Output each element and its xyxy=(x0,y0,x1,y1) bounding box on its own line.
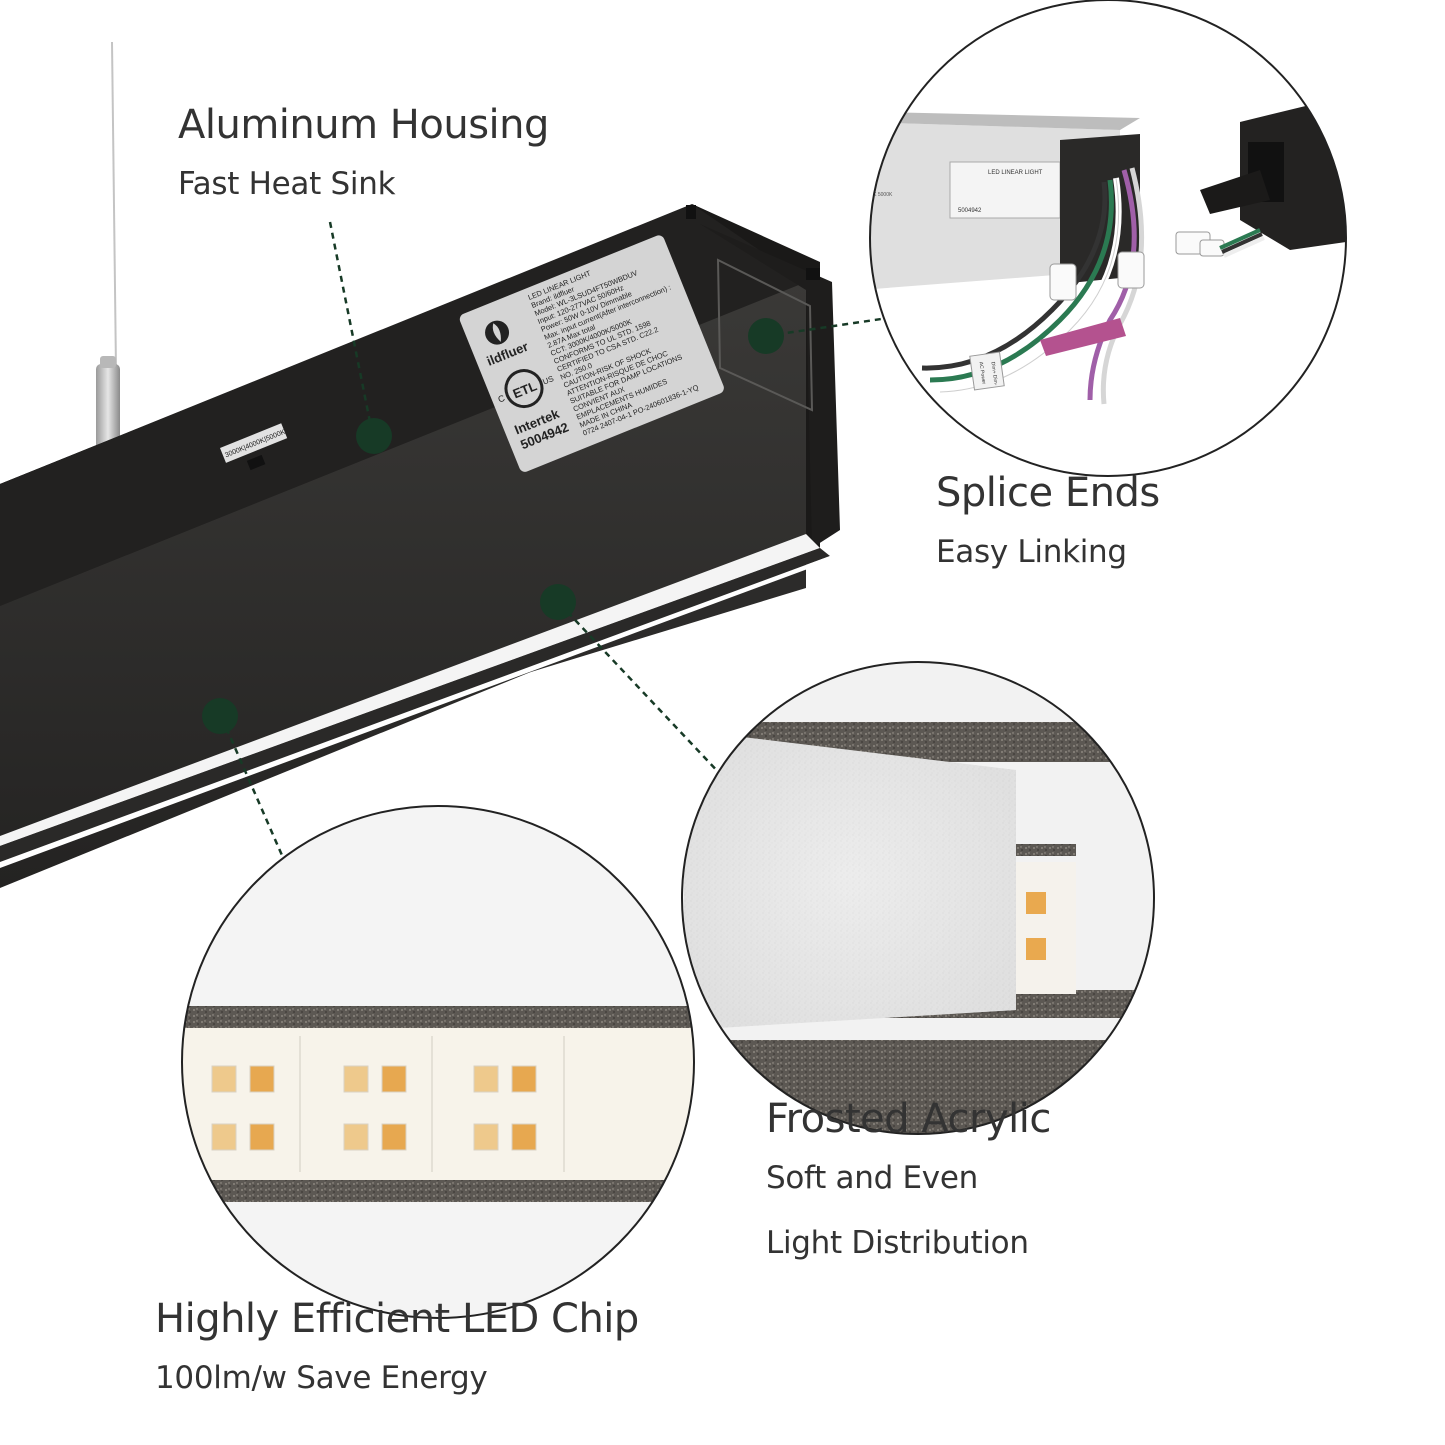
flame-logo-icon xyxy=(485,320,510,345)
circle-dot-icon xyxy=(202,698,238,734)
callout-splice xyxy=(748,316,889,354)
splice-label-lab: 5004942 xyxy=(958,208,982,214)
led-chip xyxy=(473,1123,499,1151)
suspension-cable xyxy=(96,41,120,476)
housing-subtitle: Fast Heat Sink xyxy=(178,166,396,202)
svg-text:US: US xyxy=(541,374,555,387)
wire-tag-power: AC Power xyxy=(977,361,986,384)
wire-tag-dim: Dim+ Dim- xyxy=(989,361,998,386)
led-chip xyxy=(211,1123,237,1151)
led-chip xyxy=(473,1065,499,1093)
diffuser-lens-strip xyxy=(0,534,820,846)
led-chip xyxy=(343,1123,369,1151)
splice-subtitle: Easy Linking xyxy=(936,534,1127,570)
frosted-acrylic-magnifier xyxy=(681,661,1155,1135)
circle-dot-icon xyxy=(748,318,784,354)
acrylic-subtitle-line2: Light Distribution xyxy=(766,1225,1029,1261)
led-chip xyxy=(249,1123,275,1151)
led-chip xyxy=(381,1123,407,1151)
led-chip xyxy=(343,1065,369,1093)
led-chip xyxy=(511,1065,537,1093)
acrylic-subtitle-line1: Soft and Even xyxy=(766,1160,978,1196)
splice-detail-magnifier: LED LINEAR LIGHT 5004942 4000K 5000K AC … xyxy=(862,0,1347,477)
led-chip xyxy=(211,1065,237,1093)
led-chip xyxy=(381,1065,407,1093)
chip-title: Highly Efficient LED Chip xyxy=(155,1296,639,1342)
led-chip xyxy=(511,1123,537,1151)
acrylic-title: Frosted Acrylic xyxy=(766,1096,1051,1142)
splice-port-outline xyxy=(716,258,814,412)
led-chip-magnifier xyxy=(181,805,695,1319)
splice-label-cct: 4000K 5000K xyxy=(862,192,893,198)
circle-dot-icon xyxy=(356,418,392,454)
led-chip xyxy=(249,1065,275,1093)
led-chip-array xyxy=(211,1065,537,1151)
callout-acrylic xyxy=(540,584,723,777)
housing-title: Aluminum Housing xyxy=(178,102,549,148)
splice-title: Splice Ends xyxy=(936,470,1160,516)
svg-text:C: C xyxy=(497,393,507,405)
callout-housing xyxy=(328,221,392,454)
splice-label-title: LED LINEAR LIGHT xyxy=(988,170,1043,176)
circle-dot-icon xyxy=(540,584,576,620)
chip-subtitle: 100lm/w Save Energy xyxy=(155,1360,488,1396)
